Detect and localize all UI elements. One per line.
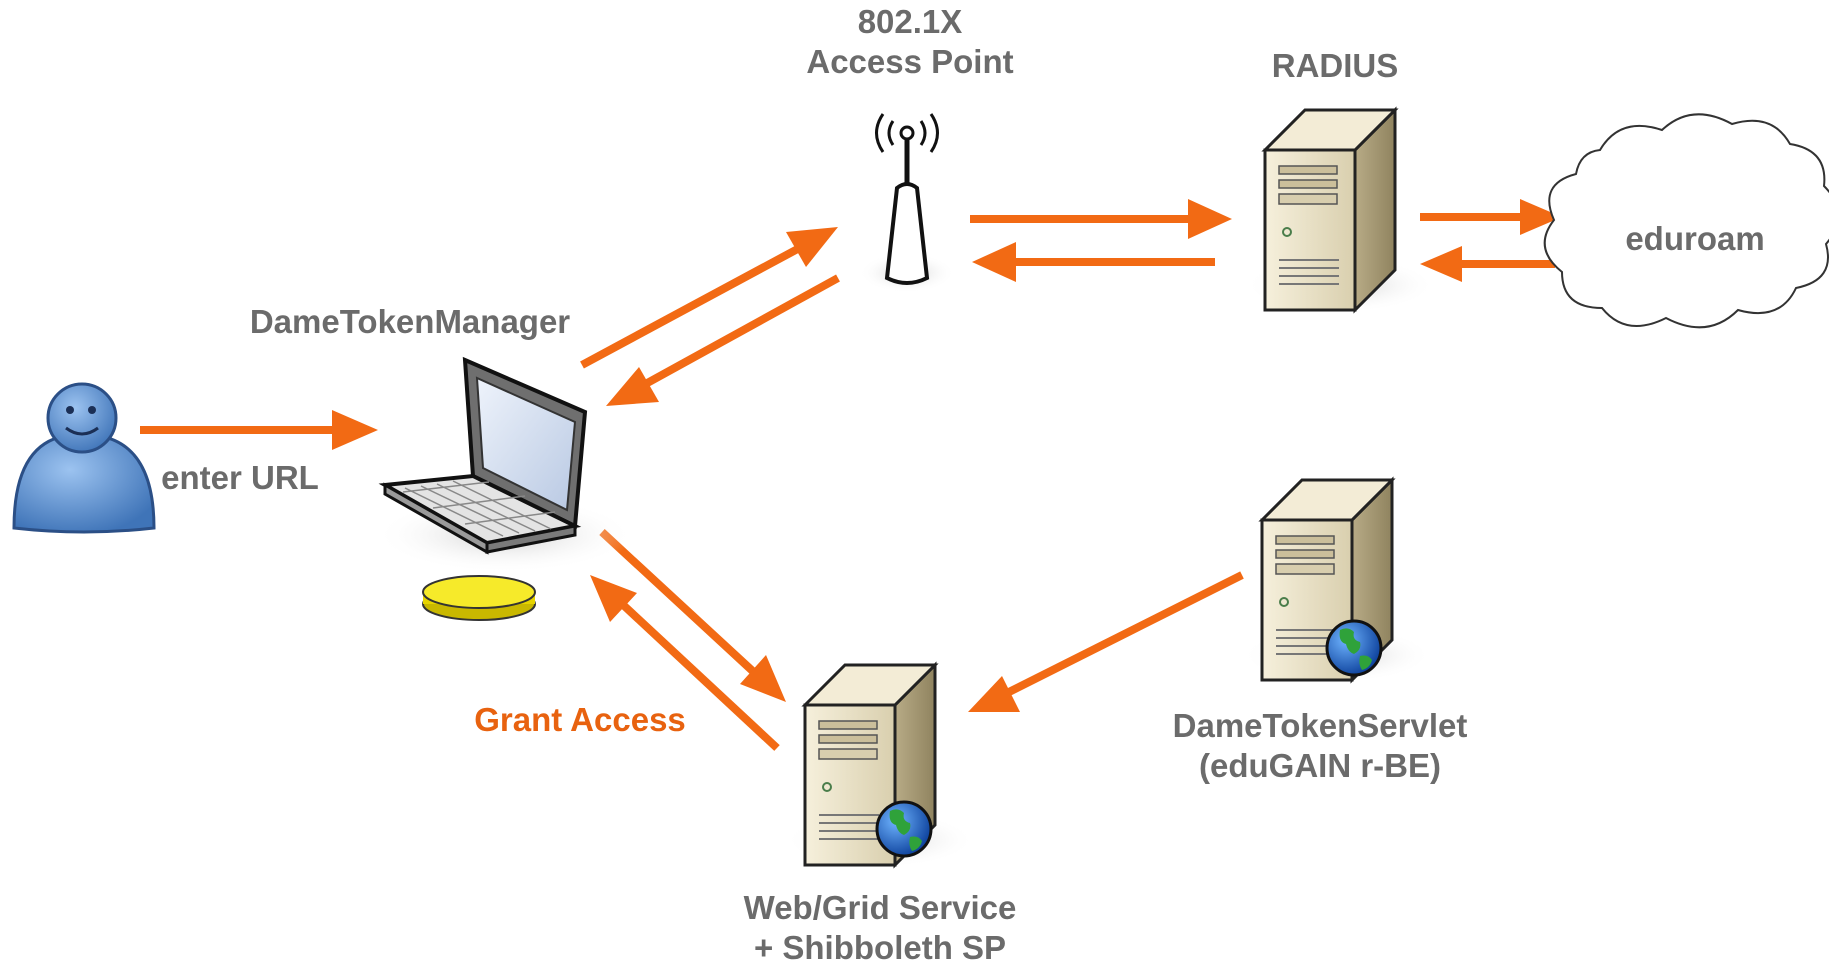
arrow-user-to-laptop bbox=[140, 410, 378, 450]
access-point-label-line2: Access Point bbox=[806, 43, 1014, 80]
web-service-label-line2: + Shibboleth SP bbox=[753, 929, 1007, 966]
radius-label: RADIUS bbox=[1271, 47, 1399, 84]
arrow-ap-to-laptop bbox=[606, 274, 840, 406]
servlet-label-line1: DameTokenServlet bbox=[1172, 707, 1468, 744]
web-service-label-line1: Web/Grid Service bbox=[743, 889, 1017, 926]
enter-url-label: enter URL bbox=[161, 459, 319, 496]
arrow-webservice-to-laptop bbox=[590, 575, 780, 751]
arrow-ap-to-radius bbox=[970, 199, 1232, 239]
web-server-icon bbox=[1240, 478, 1434, 685]
arrow-laptop-to-webservice bbox=[599, 529, 786, 702]
arrow-laptop-to-ap bbox=[580, 227, 838, 369]
web-service-label: Web/Grid Service + Shibboleth SP bbox=[700, 888, 1060, 968]
arrow-eduroam-to-radius bbox=[1420, 246, 1555, 282]
cloud-icon bbox=[1543, 113, 1829, 329]
token-disc-icon bbox=[422, 575, 536, 621]
access-point-label: 802.1X Access Point bbox=[780, 2, 1040, 82]
access-point-label-line1: 802.1X bbox=[857, 3, 963, 40]
servlet-label-line2: (eduGAIN r-BE) bbox=[1199, 747, 1441, 784]
wireless-antenna-icon bbox=[859, 113, 955, 293]
eduroam-label: eduroam bbox=[1625, 220, 1765, 257]
arrow-radius-to-eduroam bbox=[1420, 199, 1562, 235]
arrow-servlet-to-webservice bbox=[968, 571, 1244, 712]
servlet-label: DameTokenServlet (eduGAIN r-BE) bbox=[1140, 706, 1500, 786]
web-server-icon bbox=[783, 663, 977, 870]
laptop-icon bbox=[375, 356, 635, 573]
grant-access-label: Grant Access bbox=[474, 701, 686, 738]
dame-token-manager-label: DameTokenManager bbox=[249, 303, 571, 340]
radius-server-icon bbox=[1243, 108, 1437, 315]
person-icon bbox=[12, 382, 156, 534]
arrow-radius-to-ap bbox=[972, 242, 1215, 282]
